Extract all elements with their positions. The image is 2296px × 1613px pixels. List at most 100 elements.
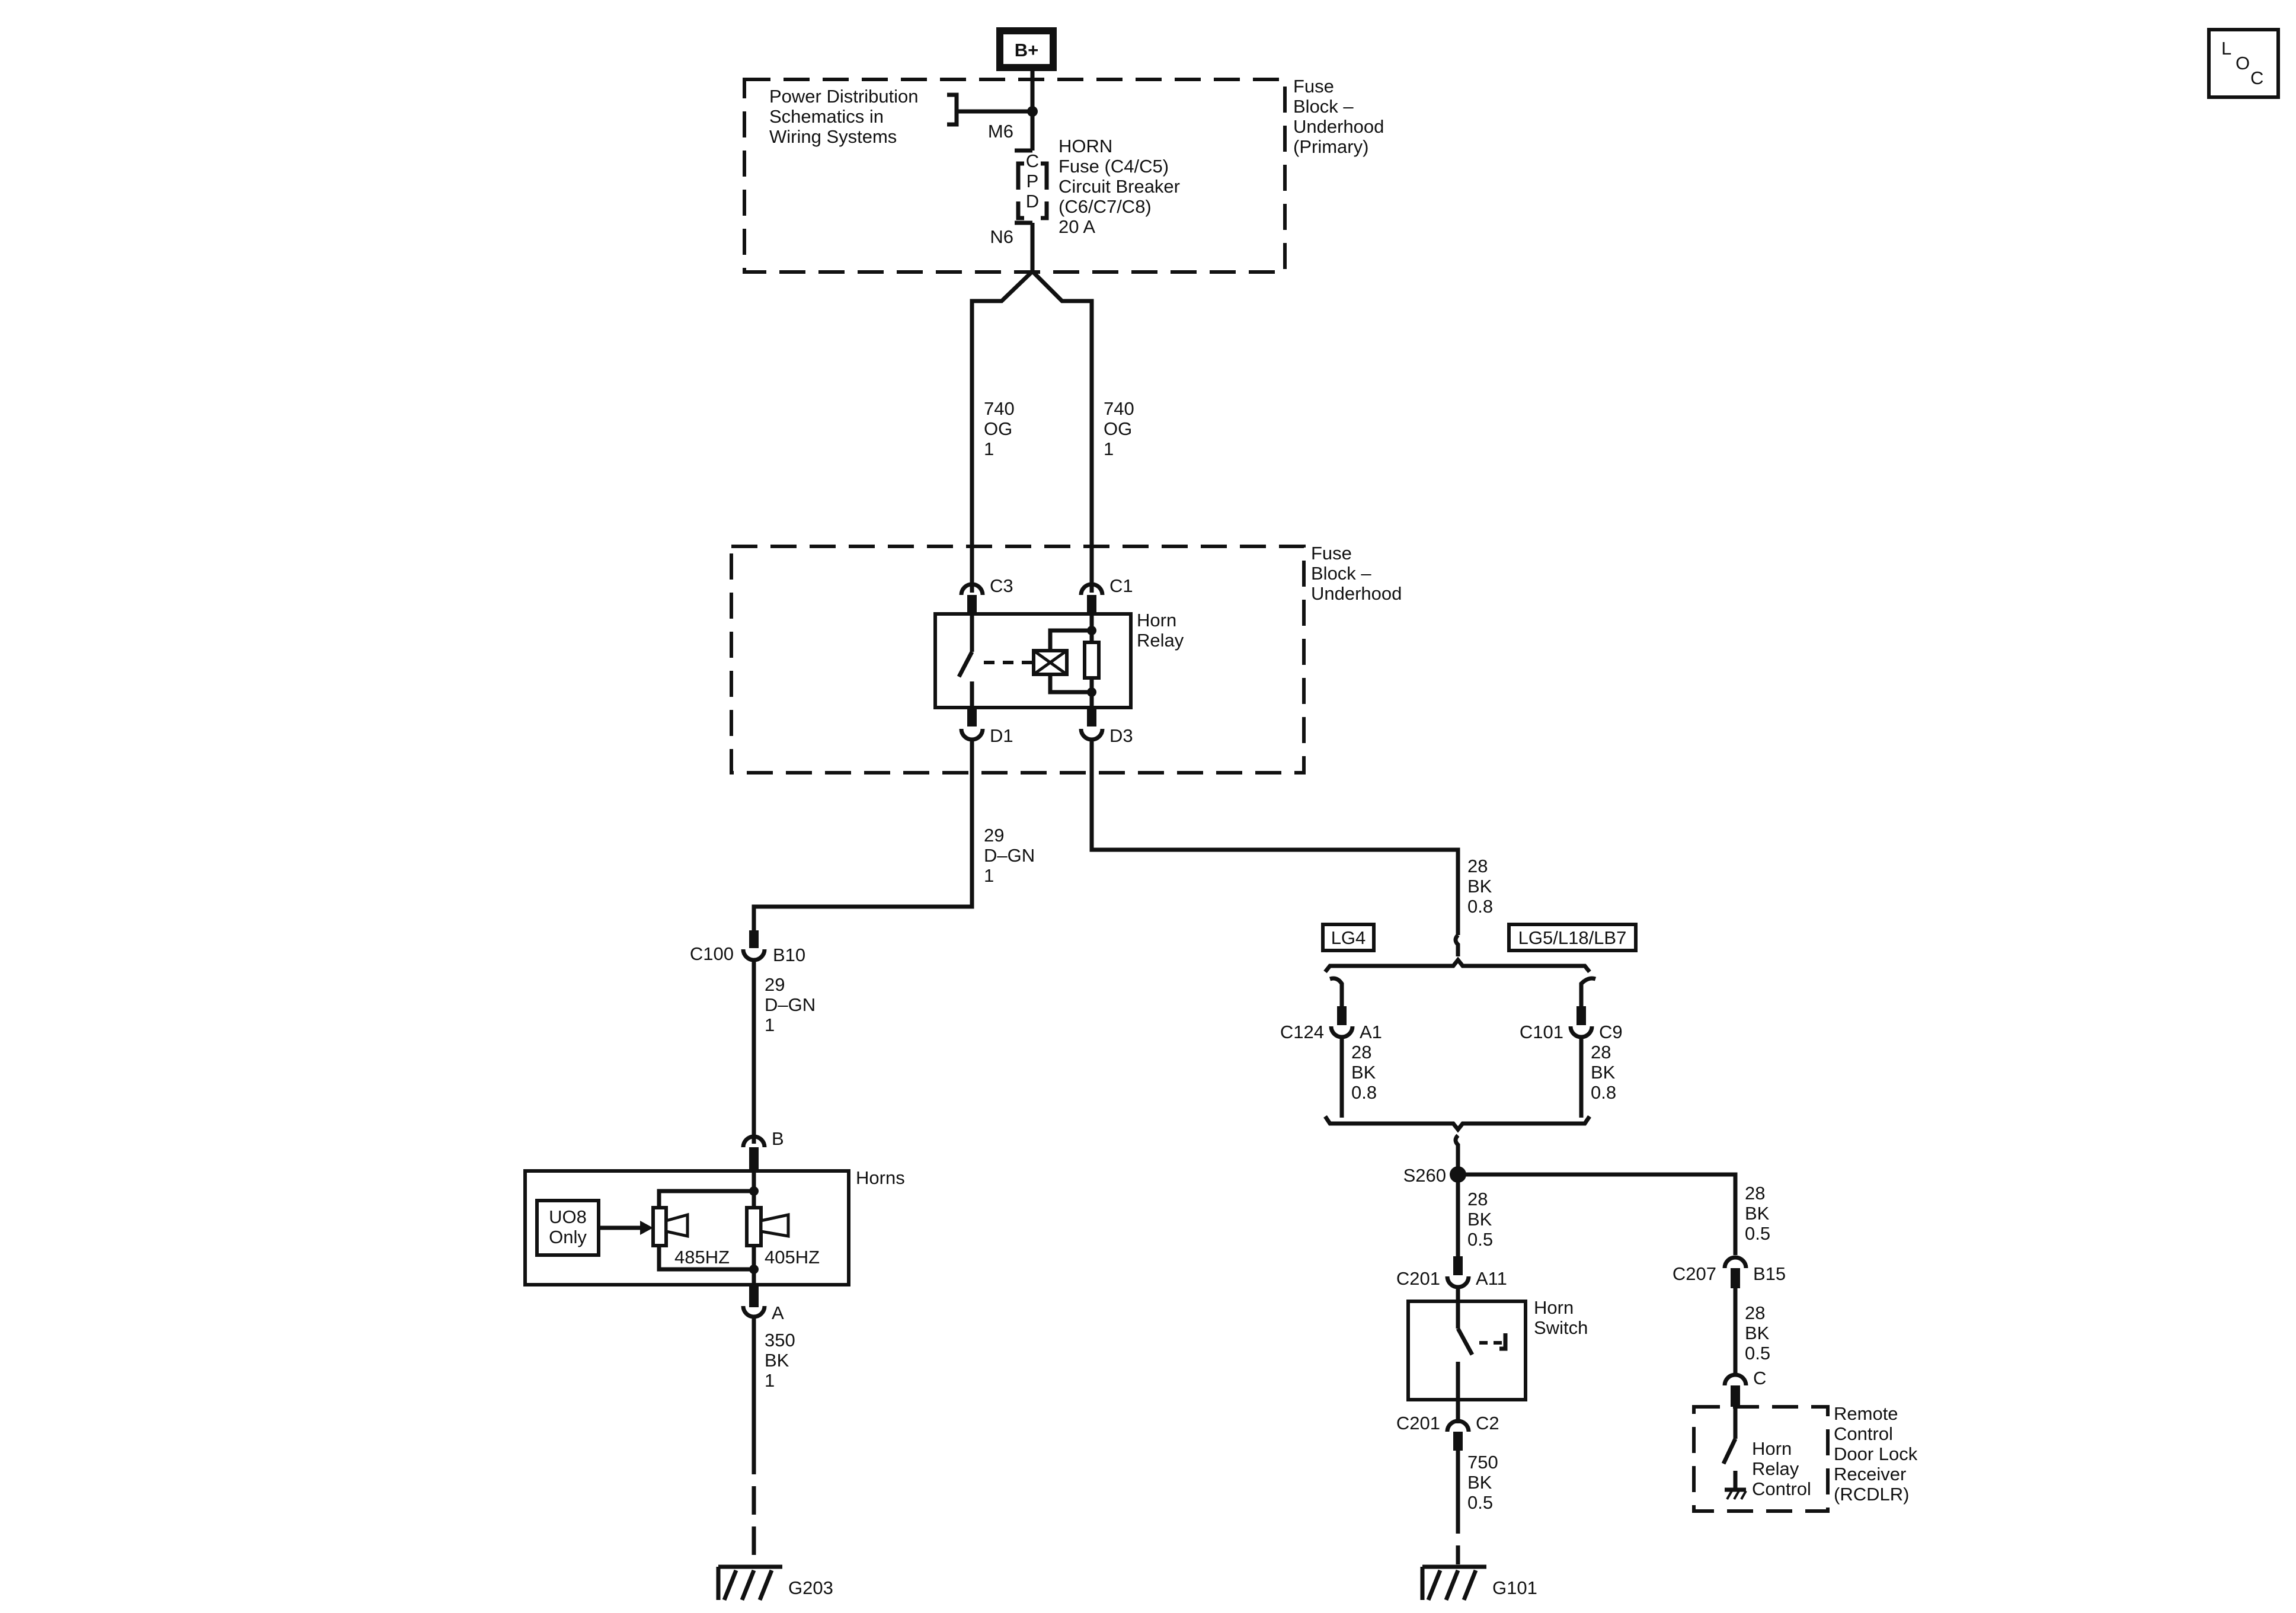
connector-c100: C100 B10 (690, 930, 805, 965)
connector-c101-pin: C9 (1599, 1022, 1623, 1042)
rcdlr-label-line-5: (RCDLR) (1834, 1484, 1909, 1505)
rcdlr-label-line-4: Receiver (1834, 1464, 1906, 1484)
wire-29-lower-color: D–GN (765, 994, 816, 1015)
fuse-block-primary-line-1: Fuse (1293, 76, 1334, 97)
loc-mark: L O C (2207, 28, 2280, 99)
horns-pin-b: B (741, 1128, 784, 1171)
wire-29-lower-label: 29 D–GN 1 (765, 974, 816, 1035)
wire-29-upper-size: 1 (984, 865, 994, 886)
wire-350-label: 350 BK 1 (765, 1330, 795, 1391)
wire-28-c101-circuit: 28 (1591, 1042, 1611, 1062)
cpd-letter-c: C (1026, 151, 1039, 171)
fuse-block-primary-line-4: (Primary) (1293, 136, 1368, 157)
ground-g101-icon: G101 (1420, 1564, 1537, 1601)
brace-top-tick (1453, 933, 1460, 956)
pin-d1-label: D1 (990, 725, 1013, 746)
wire-28-right-b-label: 28 BK 0.5 (1745, 1302, 1770, 1364)
wire-28-top-circuit: 28 (1467, 856, 1488, 876)
wire-28-right-a-color: BK (1745, 1203, 1770, 1224)
horn-relay-box (933, 612, 1133, 709)
wire-28-right-b-size: 0.5 (1745, 1343, 1770, 1364)
wire-29-upper-color: D–GN (984, 845, 1035, 866)
connector-c100-name: C100 (690, 943, 734, 964)
fuse-desc-line-1: HORN (1059, 136, 1112, 156)
horns-label: Horns (856, 1167, 905, 1188)
option-lg5-label: LG5/L18/LB7 (1518, 927, 1627, 948)
wire-740-left-size: 1 (984, 439, 994, 459)
wire-740-right-label: 740 OG 1 (1104, 398, 1134, 459)
wire-750-circuit: 750 (1467, 1452, 1498, 1473)
wire-350-color: BK (765, 1350, 789, 1371)
wire-28-c101-color: BK (1591, 1062, 1616, 1083)
wire-750-color: BK (1467, 1472, 1492, 1493)
loc-mark-l: L (2221, 38, 2231, 59)
fuse-desc-line-2: Fuse (C4/C5) (1059, 156, 1169, 177)
rcdlr-label: Remote Control Door Lock Receiver (RCDLR… (1834, 1403, 1918, 1505)
wire-28-right-a-label: 28 BK 0.5 (1745, 1183, 1770, 1244)
wire-28-c101-label: 28 BK 0.8 (1591, 1042, 1616, 1103)
rcdlr-label-line-2: Control (1834, 1423, 1893, 1444)
pin-n6-label: N6 (990, 226, 1013, 247)
power-note-line-2: Schematics in (769, 106, 884, 127)
fuse-block-underhood-label: Fuse Block – Underhood (1311, 543, 1402, 604)
wire-28-c124-circuit: 28 (1351, 1042, 1371, 1062)
connector-c124: C124 A1 (1280, 1006, 1382, 1042)
horn-relay-label-2: Relay (1137, 630, 1184, 651)
wire-28-switch-circuit: 28 (1467, 1189, 1488, 1209)
wire-29-upper (752, 738, 974, 937)
wire-29-upper-label: 29 D–GN 1 (984, 825, 1035, 886)
option-lg4-label: LG4 (1331, 927, 1366, 948)
rcdlr-control-line-1: Horn (1752, 1438, 1792, 1459)
fuse-block-underhood-line-3: Underhood (1311, 583, 1402, 604)
fuse-block-underhood-box (730, 545, 1306, 775)
wire-28-right-a-circuit: 28 (1745, 1183, 1765, 1204)
wire-740-left-color: OG (984, 418, 1012, 439)
fuse-desc-line-5: 20 A (1059, 216, 1095, 237)
fuse-block-primary-label: Fuse Block – Underhood (Primary) (1293, 76, 1384, 157)
pin-d3-label: D3 (1109, 725, 1133, 746)
wire-740-right-size: 1 (1104, 439, 1114, 459)
wire-28-right-a (1458, 1172, 1738, 1255)
battery-supply-box: B+ (996, 27, 1057, 71)
connector-c100-pin: B10 (773, 945, 805, 965)
wire-750-size: 0.5 (1467, 1492, 1493, 1513)
fuse-desc-line-4: (C6/C7/C8) (1059, 196, 1152, 217)
connector-c101-name: C101 (1520, 1022, 1563, 1042)
fuse-block-primary-box (743, 78, 1287, 274)
wire-28-top-label: 28 BK 0.8 (1467, 856, 1493, 917)
option-brace-bottom (1323, 1115, 1591, 1133)
horn-485hz-icon (651, 1206, 668, 1247)
rcdlr-pin-c: C (1722, 1368, 1766, 1407)
ground-g203-icon: G203 (716, 1564, 833, 1601)
ground-g203-label: G203 (788, 1577, 833, 1598)
horn-relay-label-1: Horn (1137, 610, 1176, 631)
rcdlr-label-line-3: Door Lock (1834, 1444, 1918, 1464)
connector-c201-c2-pin: C2 (1476, 1413, 1499, 1433)
fuse-block-primary-line-3: Underhood (1293, 116, 1384, 137)
fuse-desc-line-3: Circuit Breaker (1059, 176, 1180, 197)
horns-pin-b-label: B (772, 1128, 784, 1149)
wire-350-circuit: 350 (765, 1330, 795, 1350)
wire-28-right-b-circuit: 28 (1745, 1302, 1765, 1323)
wire-28-top-color: BK (1467, 876, 1492, 897)
connector-c207: C207 B15 (1673, 1255, 1786, 1288)
wire-28-c101-size: 0.8 (1591, 1082, 1616, 1103)
horn-405hz-icon (745, 1206, 763, 1247)
uo8-option-line-1: UO8 (549, 1206, 587, 1227)
connector-c3: C3 (959, 575, 1013, 614)
horn-switch: Horn Switch (1406, 1286, 1588, 1423)
wire-29-lower-size: 1 (765, 1014, 775, 1035)
horn-relay: Horn Relay (933, 610, 1184, 709)
horn-switch-label-1: Horn (1534, 1297, 1574, 1318)
connector-c101: C101 C9 (1520, 1006, 1623, 1042)
connector-c124-name: C124 (1280, 1022, 1324, 1042)
horn-switch-box (1406, 1300, 1527, 1401)
loc-mark-c: C (2250, 68, 2263, 88)
power-distribution-note: Power Distribution Schematics in Wiring … (769, 86, 1038, 147)
rcdlr-control-line-2: Relay (1752, 1458, 1799, 1479)
fuse-block-primary-line-2: Block – (1293, 96, 1354, 117)
ground-g101-label: G101 (1492, 1577, 1537, 1598)
wire-28-right-b-color: BK (1745, 1323, 1770, 1343)
cpd-letter-d: D (1026, 191, 1039, 212)
fuse-block-underhood-line-2: Block – (1311, 563, 1371, 584)
